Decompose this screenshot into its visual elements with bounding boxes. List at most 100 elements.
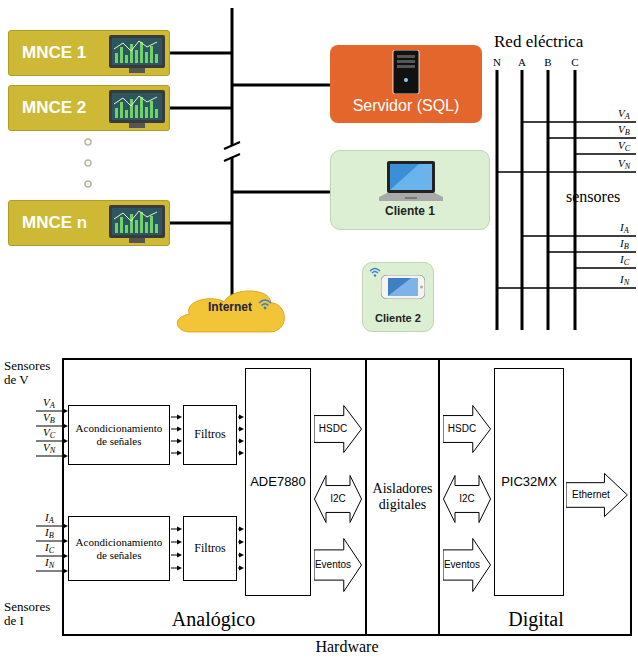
shape-part [405, 197, 417, 199]
signal-name: IB [620, 238, 629, 251]
shape-part [112, 208, 162, 235]
phone-icon [381, 275, 425, 299]
node-text: Internet [208, 301, 252, 315]
shape-part [397, 55, 415, 58]
internet-cloud: Internet [172, 282, 288, 334]
monitor-icon [109, 90, 165, 128]
frame-caption: Hardware [62, 639, 632, 655]
signal-name: IC [45, 542, 54, 555]
client-box: Cliente 2 [362, 262, 434, 332]
shape-part [115, 108, 118, 118]
shape-part [150, 46, 153, 63]
shape-part [566, 473, 627, 516]
bus-arrow: I2C [443, 475, 491, 523]
shape-part [387, 161, 435, 193]
shape-part [145, 222, 148, 233]
monitor-icon [109, 205, 165, 243]
signal-name: VC [43, 427, 55, 440]
signal-arrows [238, 527, 244, 571]
sensor-tap [497, 122, 636, 288]
shape-part [120, 217, 123, 233]
signal-name: IN [45, 557, 54, 570]
shape-part [314, 539, 362, 592]
bus-arrow: Ethernet [566, 473, 628, 517]
power-line [497, 70, 575, 330]
subscript: A [50, 401, 55, 410]
bus-break [224, 142, 240, 161]
node-text: MNCE n [22, 213, 87, 233]
signal-line [171, 441, 178, 442]
shape-part [388, 278, 418, 296]
shape-part [109, 205, 165, 238]
node-text: Cliente 1 [385, 205, 435, 219]
shape-part [379, 193, 443, 201]
shape-part [145, 107, 148, 118]
arrowhead [239, 527, 244, 532]
signal-name: VB [43, 412, 55, 425]
node-text: Analógico [172, 608, 255, 631]
shape-part [135, 50, 138, 63]
arrowhead [177, 527, 182, 532]
arrowhead [239, 427, 244, 432]
shape-part [129, 123, 145, 128]
signal-line [171, 555, 178, 556]
chip-box: PIC32MX [494, 368, 564, 596]
shape-part [120, 102, 123, 118]
shape-part [397, 60, 415, 63]
node-text: Aisladores digitales [369, 481, 436, 513]
shape-part [140, 97, 143, 118]
signal-name: VA [43, 397, 55, 410]
subscript: A [624, 226, 629, 235]
node-text: Servidor (SQL) [353, 97, 460, 115]
annotation: Sensores de I [4, 600, 60, 629]
shape-part [420, 286, 423, 289]
bus-arrow: Eventos [443, 538, 491, 592]
node-text: Eventos [444, 559, 480, 571]
annotation: C [571, 56, 578, 68]
node-text: Ethernet [572, 489, 610, 501]
shape-part [393, 50, 419, 94]
isolator-section: Aisladores digitales [365, 358, 440, 636]
signal-line [171, 453, 178, 454]
meter-box: MNCE 1 [8, 30, 170, 76]
shape-part [114, 211, 157, 221]
signal-arrows [238, 415, 244, 456]
subscript: C [625, 144, 631, 153]
shape-part [145, 52, 148, 63]
signal-arrows [171, 415, 182, 456]
signal-name: VN [618, 158, 630, 171]
subscript: N [49, 561, 55, 570]
shape-part [155, 224, 158, 233]
shape-part [393, 50, 419, 94]
subscript: B [625, 128, 630, 137]
shape-part [135, 105, 138, 118]
arrowhead [239, 566, 244, 571]
node-text: PIC32MX [501, 475, 557, 490]
client-box: Cliente 1 [330, 150, 490, 230]
shape-part [115, 53, 118, 63]
wifi-icon [258, 298, 272, 310]
signal-name: IB [45, 527, 54, 540]
node-text: Filtros [194, 542, 225, 556]
signal-line [171, 529, 178, 530]
annotation: Sensores de V [4, 359, 60, 388]
shape-part [130, 44, 133, 63]
arrowhead [177, 439, 182, 444]
shape-part [443, 539, 491, 592]
node-text: Acondicionamiento de señales [71, 422, 167, 447]
shape-part [390, 164, 432, 190]
monitor-icon [109, 35, 165, 73]
node-text: HSDC [448, 423, 476, 435]
shape-part [112, 93, 162, 120]
signal-name: VN [43, 442, 55, 455]
hardware-section: DigitalHSDCI2CEventosPIC32MXEthernet [440, 358, 632, 636]
arrowhead [239, 451, 244, 456]
shape-part [129, 238, 145, 243]
signal-name: IA [45, 512, 54, 525]
arrowhead [239, 540, 244, 545]
shape-part [120, 47, 123, 63]
shape-part [125, 225, 128, 233]
signal-line [171, 568, 178, 569]
node-text: I2C [459, 493, 475, 505]
annotation: Red eléctrica [494, 33, 583, 52]
